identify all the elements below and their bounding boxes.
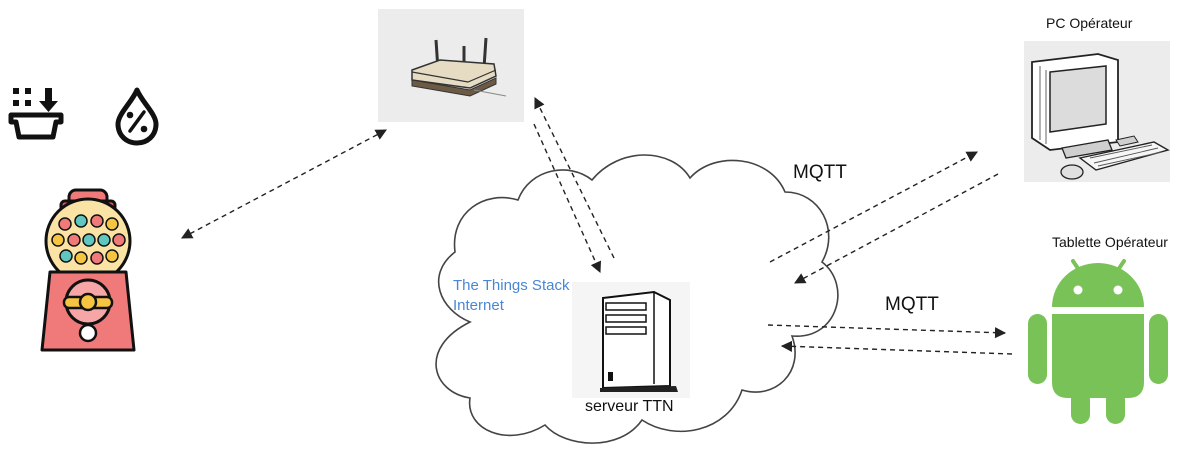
tablet-label: Tablette Opérateur — [1052, 234, 1168, 250]
link-server-tablet — [767, 324, 1013, 355]
dispenser-download-icon — [8, 88, 64, 140]
cloud-subtitle: Internet — [453, 297, 504, 314]
humidity-percent-drop-icon — [115, 87, 159, 146]
server-tower-icon — [572, 282, 690, 398]
cloud-label: The Things Stack Internet — [453, 276, 569, 316]
gumball-machine-icon — [40, 188, 136, 352]
link-device-gateway — [181, 129, 387, 239]
link-gateway-server — [533, 96, 615, 274]
desktop-computer-icon — [1024, 41, 1170, 182]
link-server-pc — [769, 151, 999, 284]
mqtt-tablet-label: MQTT — [885, 294, 939, 315]
server-label: serveur TTN — [585, 398, 674, 415]
mqtt-pc-label: MQTT — [793, 162, 847, 183]
android-robot-icon — [1028, 259, 1168, 424]
cloud-title: The Things Stack — [453, 277, 570, 294]
pc-label: PC Opérateur — [1046, 15, 1133, 31]
lorawan-gateway-router-icon — [378, 9, 524, 122]
